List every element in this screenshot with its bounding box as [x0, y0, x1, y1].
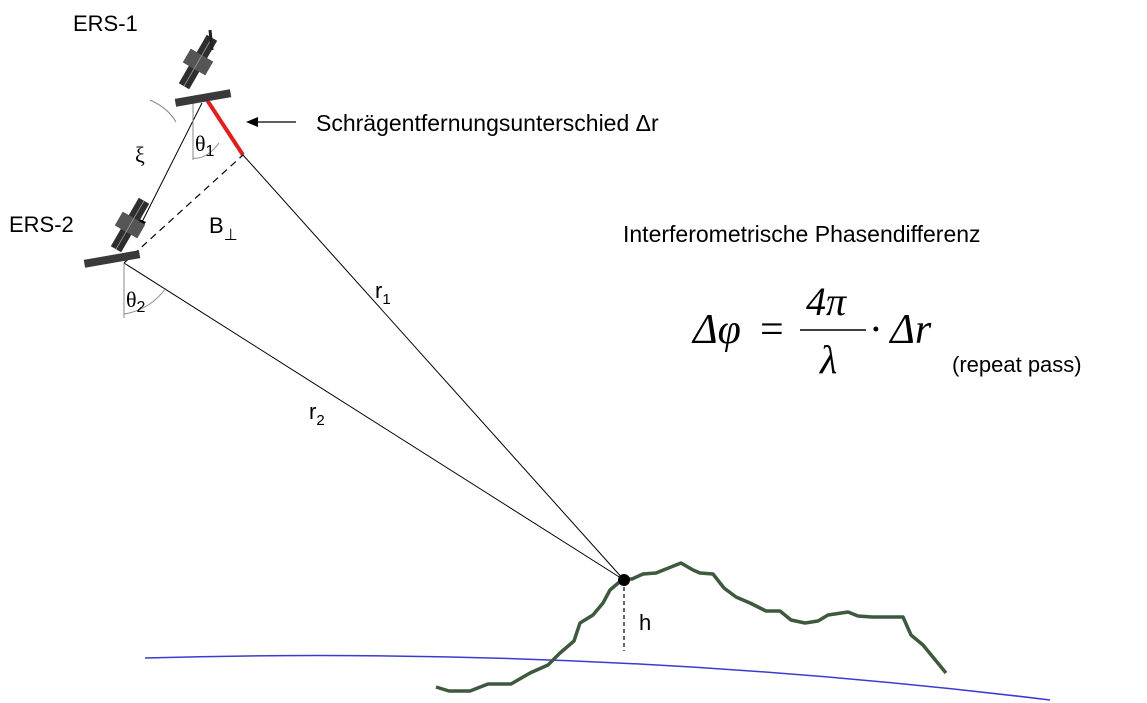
range-line-r2: [123, 262, 625, 581]
formula-lhs: Δφ: [691, 307, 741, 353]
terrain-profile: [435, 561, 948, 693]
label-baseline: B⊥: [209, 213, 238, 244]
slant-range-difference-line: [205, 98, 245, 157]
satellite-ers2-icon: [83, 197, 150, 268]
earth-surface: [144, 654, 1051, 701]
formula-note: (repeat pass): [952, 352, 1082, 377]
phase-formula: Δφ = 4π λ · Δr (repeat pass): [691, 279, 1082, 382]
label-slant-range-difference: Schrägentfernungsunterschied Δr: [316, 110, 659, 136]
target-point: [618, 574, 630, 586]
theta-1-arc: [192, 142, 220, 159]
label-xi: ξ: [135, 142, 145, 167]
formula-equals: =: [760, 307, 784, 353]
formula-numerator: 4π: [806, 279, 847, 324]
formula-denominator: λ: [819, 337, 837, 382]
label-r2: r2: [309, 399, 325, 429]
range-line-r1: [242, 154, 625, 581]
label-theta-1: θ1: [195, 131, 215, 160]
pointer-arrowhead: [246, 117, 258, 127]
label-theta-2: θ2: [126, 287, 146, 316]
label-height: h: [639, 610, 651, 635]
satellite-ers1-icon: [174, 29, 232, 107]
label-ers1: ERS-1: [73, 11, 138, 36]
label-r1: r1: [375, 278, 391, 308]
perpendicular-baseline-line: [123, 154, 244, 264]
xi-arc: [149, 99, 177, 123]
theta-2-arc: [123, 287, 167, 315]
label-ers2: ERS-2: [9, 212, 74, 237]
formula-rhs: · Δr: [870, 307, 932, 353]
baseline-arrow: [139, 102, 203, 227]
phase-difference-title: Interferometrische Phasendifferenz: [623, 221, 981, 247]
